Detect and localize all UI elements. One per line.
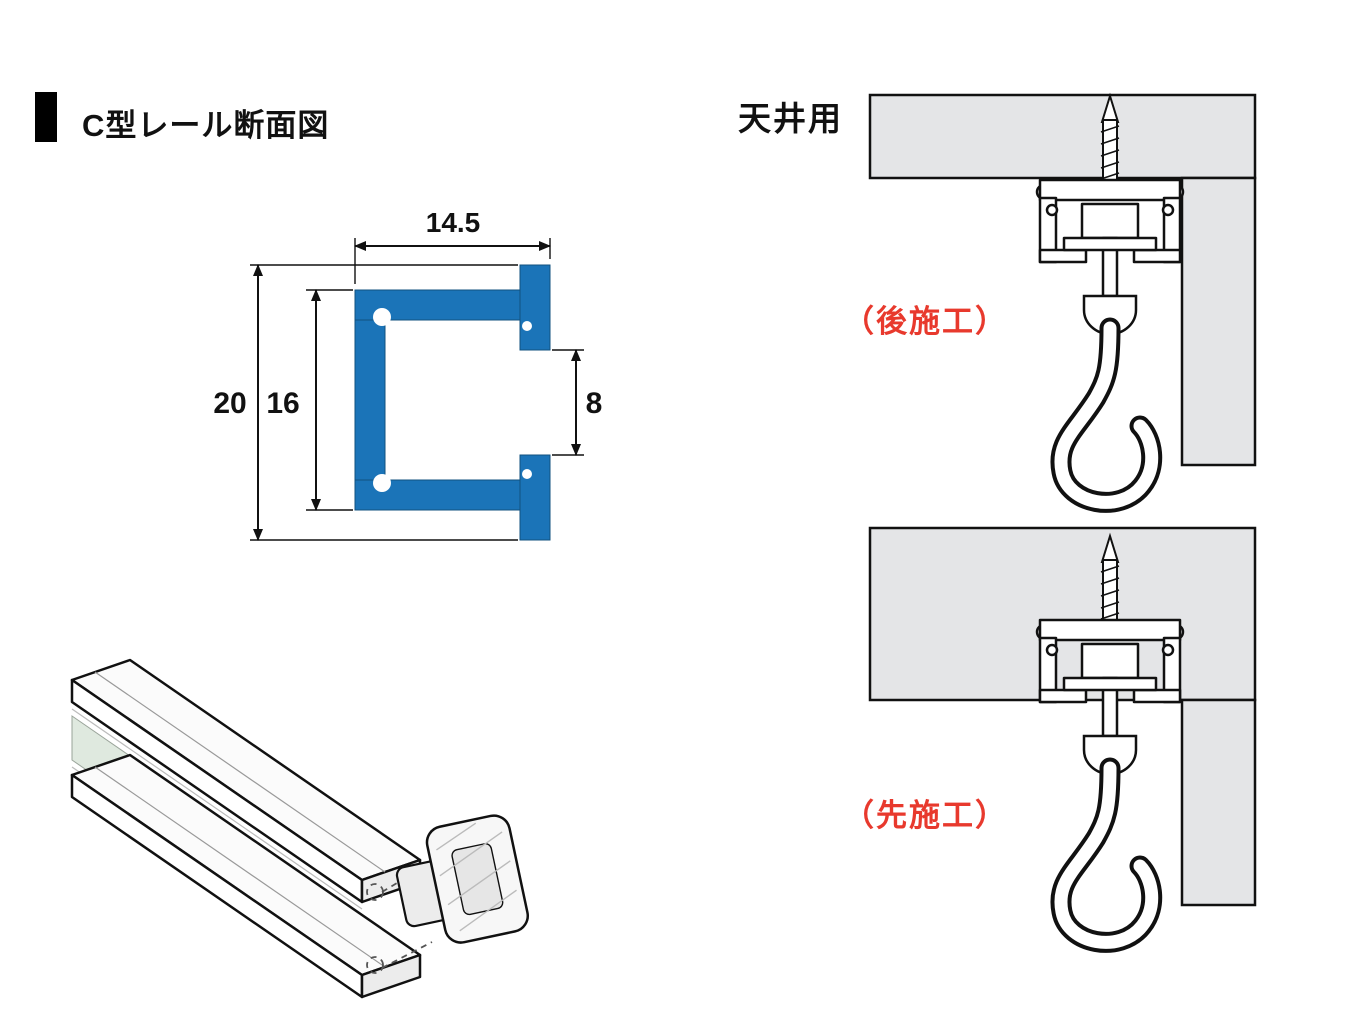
dim-opening: 8 (586, 387, 603, 420)
rail-profile (354, 264, 551, 541)
end-cap-hatch (436, 822, 517, 932)
wall-block (1180, 698, 1257, 907)
dim-outer-height: 20 (213, 387, 246, 420)
wall-block (1180, 176, 1257, 467)
end-cap (395, 814, 529, 944)
dimension-lines (250, 238, 584, 541)
c-rail-cross-section-diagram: 14.5 20 16 8 (213, 207, 603, 541)
ceiling-block (868, 526, 1257, 702)
ceiling-use-header: 天井用 (738, 100, 843, 137)
section-marker (35, 92, 57, 142)
ceiling-block (868, 93, 1257, 180)
mount-label-after-install: （後施工） (843, 304, 1008, 339)
mount-label-pre-install: （先施工） (843, 798, 1008, 833)
ceiling-mount-diagrams (868, 80, 1257, 1032)
rail-profile-notches (373, 308, 532, 492)
rail-top-flange (70, 658, 422, 904)
page-title: C型レール断面図 (82, 108, 330, 143)
diagram-surface-mount (868, 93, 1257, 502)
dim-top-width: 14.5 (426, 207, 481, 238)
diagram-pre-install (868, 526, 1257, 942)
rail-bottom-flange (70, 753, 422, 999)
dim-inner-height: 16 (266, 387, 299, 420)
rail-isometric-view (70, 658, 529, 999)
